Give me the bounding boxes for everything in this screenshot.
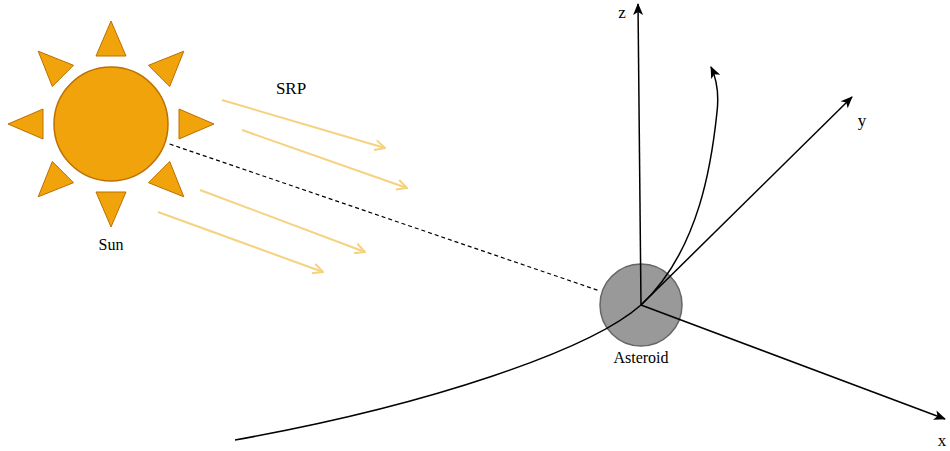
axis-label: y: [858, 111, 867, 130]
label-holder: z: [618, 3, 626, 22]
sun-ray: [149, 162, 184, 197]
sun-ray: [38, 51, 73, 86]
x-axis: [641, 305, 945, 419]
sun-ray: [8, 109, 43, 139]
asteroid-circle: Asteroid: [599, 263, 683, 347]
connector-layer: [170, 144, 601, 291]
sun-ray: [96, 21, 126, 56]
node-label: Sun: [53, 236, 169, 254]
sun-ray: [179, 109, 214, 139]
z-axis: [638, 4, 641, 305]
sun-ray: [38, 162, 73, 197]
sun-direction-line: [170, 144, 601, 291]
label-holder: x: [938, 431, 947, 450]
label-holder: y: [858, 111, 867, 130]
srp-arrow: [200, 190, 365, 252]
node-outline: [599, 263, 683, 347]
sun-rays: [8, 21, 214, 227]
sun-ray: [149, 51, 184, 86]
srp-arrow: [242, 130, 407, 188]
axis-label: x: [938, 431, 947, 450]
label-holder: SRP: [276, 79, 306, 98]
node-circle: [54, 67, 168, 181]
node-outline: [53, 66, 169, 182]
srp-arrow: [158, 212, 323, 272]
sun-ray: [96, 192, 126, 227]
srp-arrow: [222, 100, 385, 148]
srp-arrows: [158, 100, 407, 272]
y-axis: [641, 97, 852, 305]
axis-label: z: [618, 3, 626, 22]
trajectory-curve: [235, 67, 718, 440]
sun-circle: Sun: [53, 66, 169, 182]
srp-label: SRP: [276, 79, 306, 98]
node-circle: [600, 264, 682, 346]
node-label: Asteroid: [599, 349, 683, 367]
